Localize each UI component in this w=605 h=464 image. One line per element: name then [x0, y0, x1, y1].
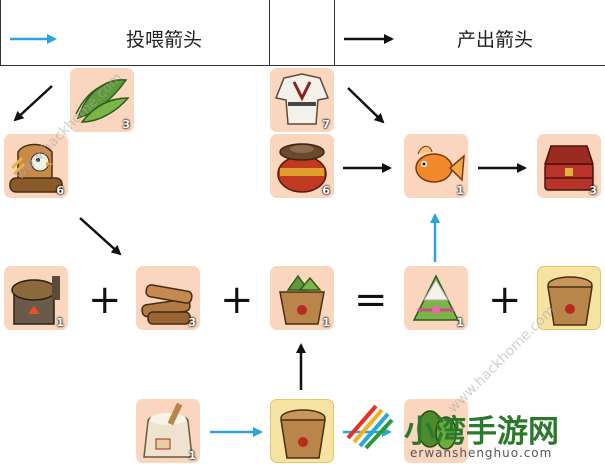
bird-nest-icon	[9, 143, 63, 193]
leaf-icon	[417, 410, 457, 450]
leaf-count: 3	[122, 118, 130, 131]
clay-stove-icon	[11, 276, 60, 325]
wood-count: 3	[188, 316, 196, 329]
basket-bottom-tile[interactable]	[270, 399, 334, 463]
basket-icon	[547, 276, 593, 326]
legend-feed-label: 投喂箭头	[126, 29, 203, 51]
plus-operator-2: +	[220, 277, 254, 323]
treasure-chest-tile[interactable]: 3	[537, 134, 601, 198]
equals-operator: =	[354, 277, 388, 323]
firewood-icon	[141, 284, 193, 325]
watermark-url: erwanshenghuo.com	[410, 446, 553, 460]
legend-output-label: 产出箭头	[457, 29, 534, 51]
legend-feed-box	[0, 0, 270, 66]
white-robe-tile[interactable]: 7	[270, 68, 334, 132]
leaf-small-tile[interactable]	[404, 399, 468, 463]
firewood-tile[interactable]: 3	[136, 266, 200, 330]
goldfish-tile[interactable]: 1	[404, 134, 468, 198]
watermark-logo-icon	[346, 404, 394, 450]
leaf-bundle-tile[interactable]: 3	[70, 68, 134, 132]
stove-count: 1	[56, 316, 64, 329]
clay-stove-tile[interactable]: 1	[4, 266, 68, 330]
goldfish-icon	[415, 145, 465, 183]
rice-count: 1	[188, 449, 196, 462]
zongzi-basket-icon	[279, 274, 325, 325]
zongzi-icon	[412, 274, 460, 321]
zongzi-basket-count: 1	[322, 316, 330, 329]
bird-nest-count: 6	[56, 184, 64, 197]
bird-nest-tile[interactable]: 6	[4, 134, 68, 198]
rice-sack-icon	[143, 402, 193, 458]
arrow-leaf-to-nest	[13, 85, 53, 122]
basket-yellow-tile[interactable]	[537, 266, 601, 330]
legend-gap-box	[269, 0, 335, 66]
zongzi-tile[interactable]: 1	[404, 266, 468, 330]
zongzi-count: 1	[456, 316, 464, 329]
lidded-jar-tile[interactable]: 6	[270, 134, 334, 198]
robe-count: 7	[322, 118, 330, 131]
arrow-robe-to-fish	[347, 87, 385, 124]
white-robe-icon	[274, 73, 330, 125]
watermark-title: 小湾手游网	[404, 414, 559, 450]
basket-icon	[280, 409, 326, 459]
plus-operator-1: +	[88, 277, 122, 323]
zongzi-basket-tile[interactable]: 1	[270, 266, 334, 330]
legend-output-box	[334, 0, 605, 66]
chest-count: 3	[589, 184, 597, 197]
lidded-jar-icon	[277, 143, 327, 193]
leaf-bundle-icon	[75, 79, 130, 123]
arrow-nest-to-wood	[79, 217, 122, 256]
jar-count: 6	[322, 184, 330, 197]
plus-operator-3: +	[488, 277, 522, 323]
treasure-chest-icon	[543, 145, 595, 191]
fish-count: 1	[456, 184, 464, 197]
rice-sack-tile[interactable]: 1	[136, 399, 200, 463]
